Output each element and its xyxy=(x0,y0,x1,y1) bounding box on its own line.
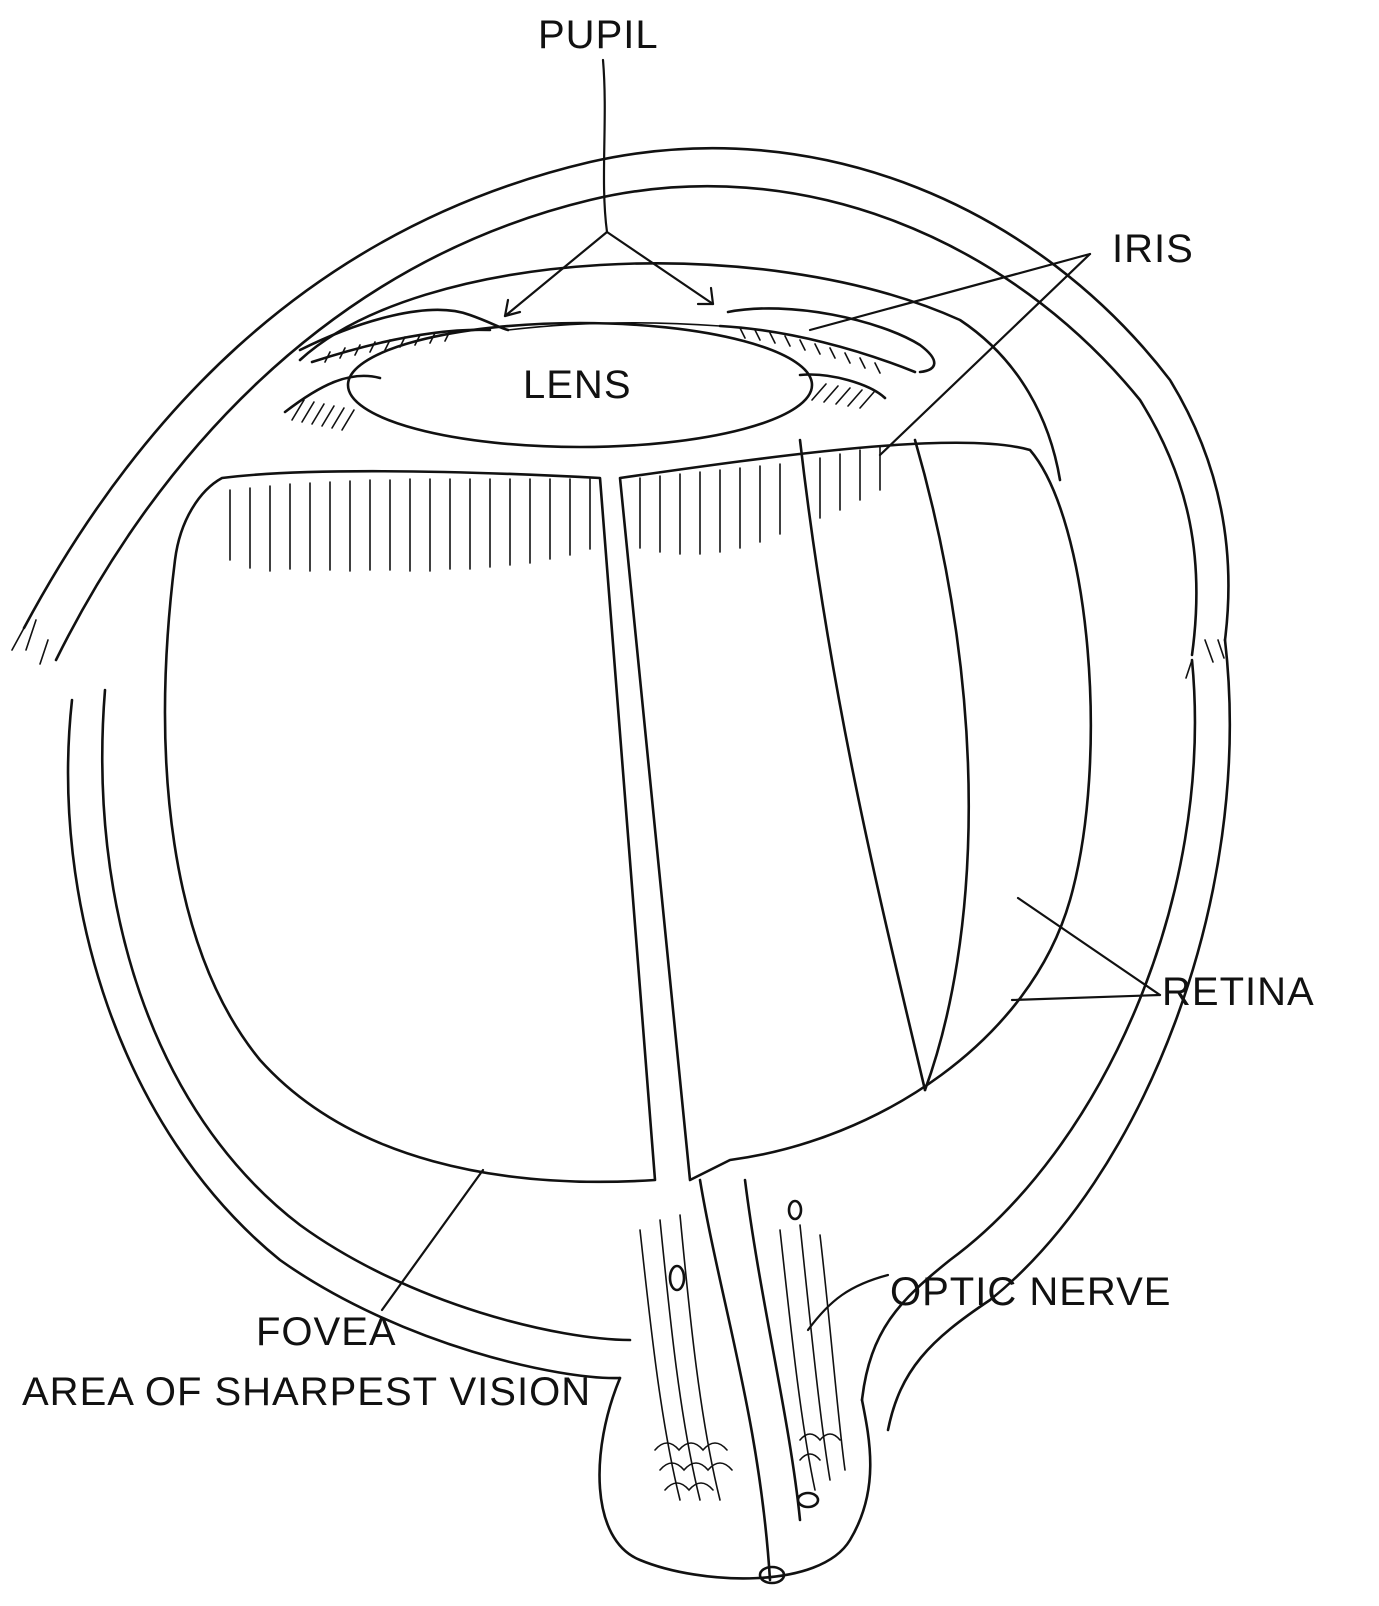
retina-leader xyxy=(1012,898,1160,1000)
cornea xyxy=(300,263,1060,480)
lens-label: LENS xyxy=(523,363,632,407)
sclera xyxy=(12,148,1230,1430)
optic-nerve-label: OPTIC NERVE xyxy=(890,1270,1171,1314)
fovea-label: FOVEA xyxy=(256,1310,397,1354)
iris-label: IRIS xyxy=(1112,227,1194,271)
retina-label: RETINA xyxy=(1162,970,1315,1014)
optic-nerve-leader xyxy=(808,1275,888,1330)
fovea-note-label: AREA OF SHARPEST VISION xyxy=(22,1370,591,1414)
vitreous-chamber xyxy=(165,440,1091,1182)
pupil-label: PUPIL xyxy=(538,13,659,57)
fovea-leader xyxy=(382,1170,483,1310)
optic-nerve xyxy=(600,1180,871,1583)
